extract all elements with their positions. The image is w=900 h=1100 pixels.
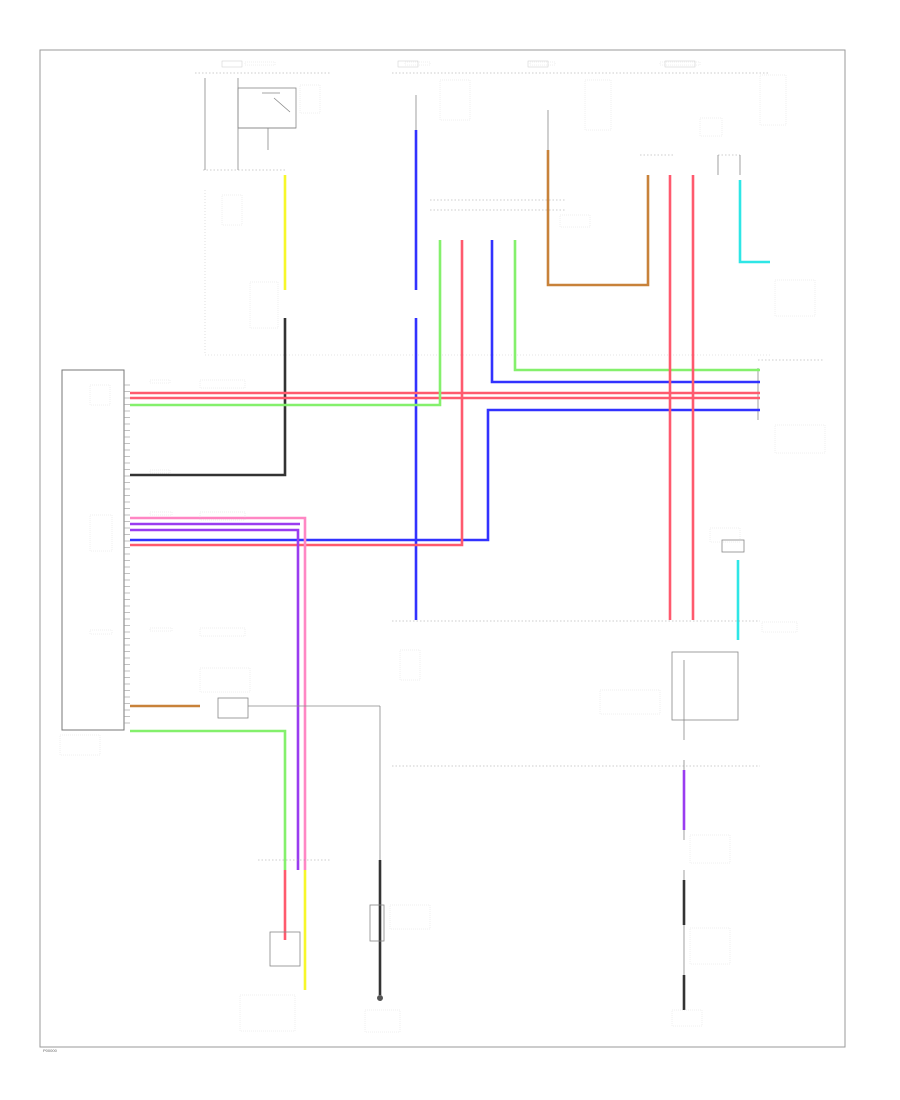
label-block: [149, 469, 171, 474]
label-block: [759, 74, 787, 126]
label-block: [89, 514, 113, 552]
label-block: [149, 627, 173, 632]
label-block: [239, 994, 296, 1032]
label-block: [584, 79, 612, 131]
module-pins: [124, 384, 130, 724]
label-block: [199, 511, 246, 521]
wire-green-lower: [130, 729, 287, 870]
brake-sensor-component: [217, 697, 381, 967]
wire-cyan-right: [738, 180, 770, 264]
label-block: [689, 927, 731, 965]
label-block: [89, 384, 111, 406]
label-block: [249, 281, 279, 329]
wire-green-upper: [130, 240, 442, 407]
right-module-connector: [757, 359, 824, 420]
label-block: [599, 689, 661, 715]
wire-purple: [130, 528, 300, 870]
label-block: [59, 734, 101, 756]
label-block: [199, 667, 251, 693]
lower-right-components: [392, 539, 760, 1010]
label-block: [559, 214, 591, 228]
label-block: [529, 61, 556, 66]
label-block: [399, 649, 421, 681]
label-block: [149, 511, 173, 516]
label-block: [89, 629, 113, 635]
text-marks: [59, 61, 826, 1033]
diagram-code: P00000: [43, 1048, 58, 1053]
relay-box: [203, 78, 297, 171]
top-fuse-block: [195, 60, 770, 74]
label-block: [699, 117, 723, 137]
label-block: [149, 379, 171, 384]
label-block: [199, 379, 246, 389]
label-block: [404, 61, 431, 66]
main-control-module: [61, 369, 125, 731]
label-block: [244, 61, 276, 66]
wire-pink: [130, 516, 307, 870]
ground-symbol: [377, 995, 383, 1001]
wire-blue-lower-right: [130, 408, 760, 542]
label-block: [659, 61, 701, 66]
upper-connectors: [415, 95, 741, 290]
label-block: [364, 1009, 401, 1033]
label-block: [774, 279, 816, 317]
label-block: [389, 904, 431, 930]
label-block: [199, 627, 246, 637]
label-block: [774, 424, 826, 454]
wire-orange-upper: [546, 150, 650, 287]
wire-black-relay: [130, 318, 287, 477]
label-block: [761, 621, 798, 633]
label-block: [299, 84, 321, 114]
wire-green-right: [513, 240, 760, 372]
label-block: [439, 79, 471, 121]
label-block: [671, 1009, 703, 1027]
label-block: [689, 834, 731, 864]
wire-red-mid: [130, 240, 464, 547]
diagram-frame: [39, 49, 846, 1048]
wire-blue-right: [490, 240, 760, 384]
label-block: [221, 194, 243, 226]
